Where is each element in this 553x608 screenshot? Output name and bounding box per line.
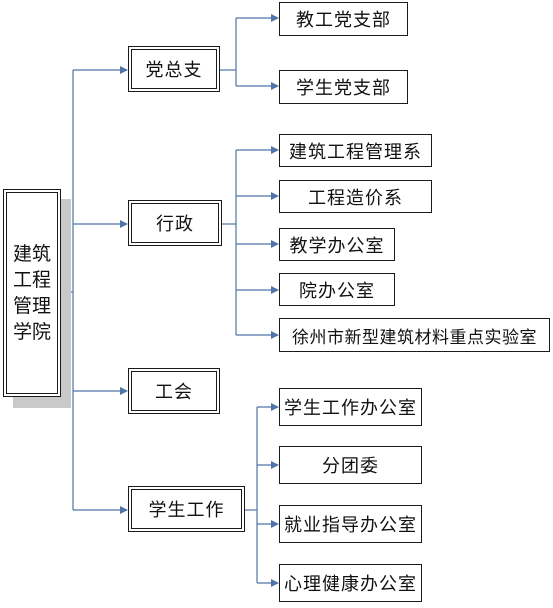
leaf-student-1-label: 学生工作办公室 xyxy=(284,398,417,419)
node-labor-union: 工会 xyxy=(128,368,220,414)
leaf-student-4: 心理健康办公室 xyxy=(279,564,422,602)
leaf-admin-1: 建筑工程管理系 xyxy=(279,134,432,167)
leaf-admin-5: 徐州市新型建筑材料重点实验室 xyxy=(279,318,550,352)
leaf-admin-1-label: 建筑工程管理系 xyxy=(289,141,422,163)
leaf-party-1: 教工党支部 xyxy=(279,2,408,36)
leaf-admin-5-label: 徐州市新型建筑材料重点实验室 xyxy=(292,327,537,348)
node-student-affairs-label: 学生工作 xyxy=(148,500,225,521)
leaf-student-3: 就业指导办公室 xyxy=(279,505,422,543)
leaf-party-1-label: 教工党支部 xyxy=(296,10,391,31)
node-party-branch: 党总支 xyxy=(128,46,220,92)
leaf-admin-4-label: 院办公室 xyxy=(299,280,375,302)
leaf-admin-2: 工程造价系 xyxy=(279,180,432,213)
leaf-admin-2-label: 工程造价系 xyxy=(308,187,403,209)
node-student-affairs: 学生工作 xyxy=(128,486,245,532)
node-party-branch-label: 党总支 xyxy=(145,60,203,81)
leaf-student-3-label: 就业指导办公室 xyxy=(284,515,417,536)
leaf-student-2: 分团委 xyxy=(279,446,422,484)
leaf-party-2-label: 学生党支部 xyxy=(296,78,391,99)
leaf-party-2: 学生党支部 xyxy=(279,70,408,104)
leaf-admin-3-label: 教学办公室 xyxy=(289,235,385,257)
node-administration: 行政 xyxy=(128,200,222,246)
leaf-admin-3: 教学办公室 xyxy=(279,228,395,261)
root-node: 建筑工程管理学院 xyxy=(3,189,61,397)
node-labor-union-label: 工会 xyxy=(155,382,193,403)
leaf-student-2-label: 分团委 xyxy=(322,456,379,477)
leaf-admin-4: 院办公室 xyxy=(279,273,395,306)
root-node-label: 建筑工程管理学院 xyxy=(12,243,51,343)
leaf-student-1: 学生工作办公室 xyxy=(279,388,422,426)
node-administration-label: 行政 xyxy=(156,214,194,235)
leaf-student-4-label: 心理健康办公室 xyxy=(284,574,417,595)
